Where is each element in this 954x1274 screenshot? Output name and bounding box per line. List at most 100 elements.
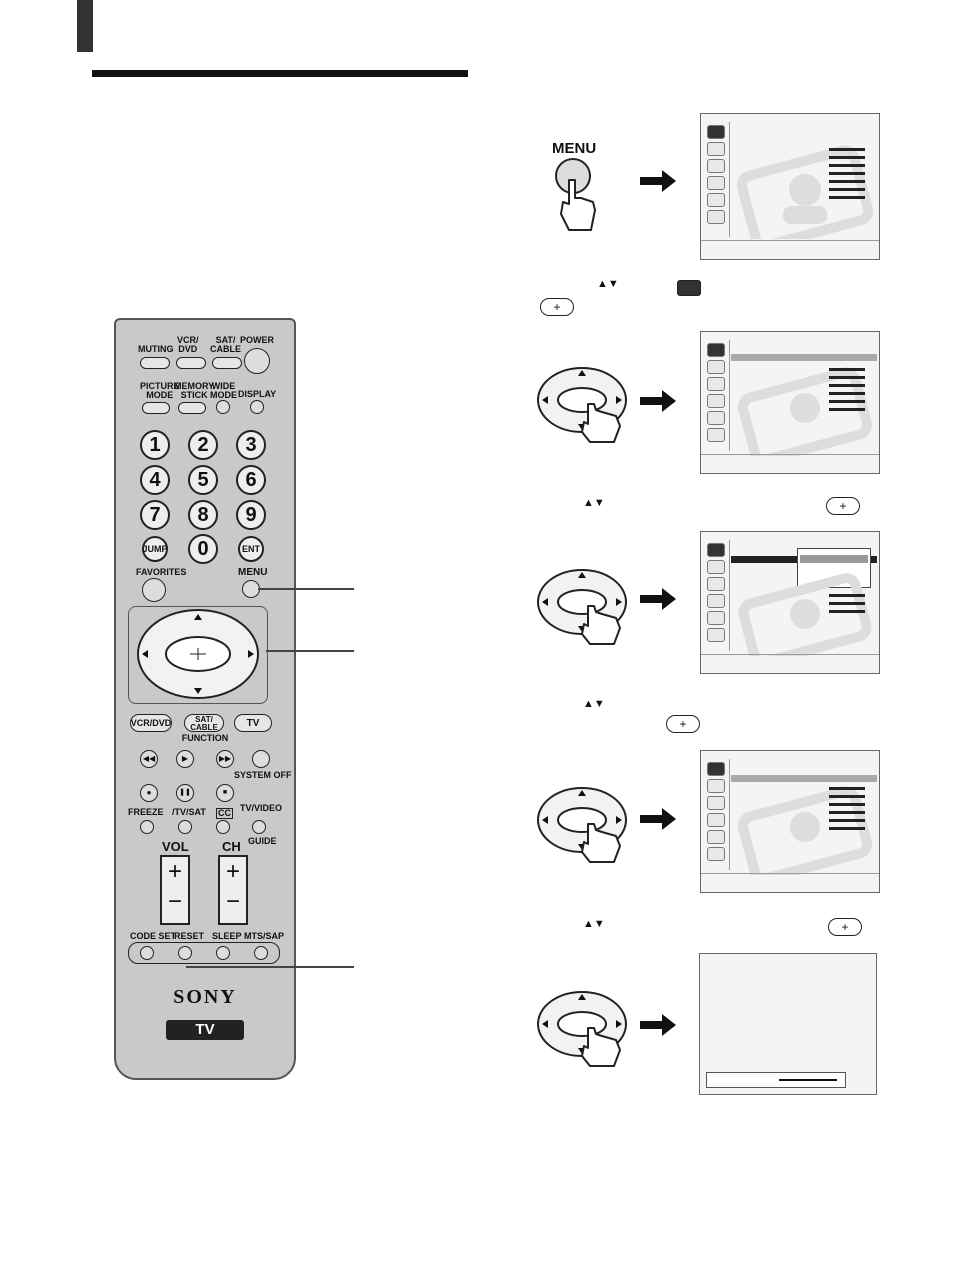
number-4-button[interactable]: 4: [140, 465, 170, 495]
function-sat-cable-button[interactable]: SAT/ CABLE: [184, 714, 224, 732]
reset-label: RESET: [174, 931, 205, 941]
menu-icon: [707, 830, 725, 844]
menu-icon: [707, 411, 725, 425]
joystick-press-icon: [537, 569, 627, 645]
cc-label: CC: [216, 808, 233, 819]
setting-bar: [829, 610, 865, 613]
number-5-button[interactable]: 5: [188, 465, 218, 495]
enter-icon: +: [826, 497, 860, 515]
menu-icon: [707, 560, 725, 574]
cc-button[interactable]: [216, 820, 230, 834]
right-arrow-icon: [640, 1014, 676, 1036]
sat-cable-button[interactable]: [212, 357, 242, 369]
number-0-button[interactable]: 0: [188, 534, 218, 564]
vcr-dvd-button[interactable]: [176, 357, 206, 369]
setting-bar: [829, 602, 865, 605]
menu-icon: [707, 176, 725, 190]
muting-button[interactable]: [140, 357, 170, 369]
mts-sap-button[interactable]: [254, 946, 268, 960]
step1-menu-label: MENU: [552, 140, 597, 157]
number-8-button[interactable]: 8: [188, 500, 218, 530]
ent-button[interactable]: ENT: [238, 536, 264, 562]
number-3-button[interactable]: 3: [236, 430, 266, 460]
power-label: POWER: [240, 335, 275, 345]
power-button[interactable]: [244, 348, 270, 374]
right-arrow-icon: [640, 170, 676, 192]
memory-stick-label: MEMORY STICK: [174, 381, 215, 400]
highlighted-row: [731, 354, 877, 361]
setting-bar: [829, 172, 865, 175]
screen-footer-divider: [701, 454, 879, 455]
picture-icon: [707, 343, 725, 357]
menu-icon: [707, 210, 725, 224]
number-7-button[interactable]: 7: [140, 500, 170, 530]
wide-mode-button[interactable]: [216, 400, 230, 414]
menu-icon: [707, 611, 725, 625]
adjustment-slider: [779, 1079, 837, 1081]
up-down-arrow-icon: ▲▼: [583, 918, 605, 930]
jump-button[interactable]: JUMP: [142, 536, 168, 562]
fast-forward-icon[interactable]: ▶▶: [216, 750, 234, 768]
up-down-arrow-icon: ▲▼: [597, 278, 619, 290]
picture-icon: [707, 543, 725, 557]
record-icon[interactable]: ●: [140, 784, 158, 802]
up-down-arrow-icon: ▲▼: [583, 497, 605, 509]
display-button[interactable]: [250, 400, 264, 414]
joystick-press-icon: [537, 787, 627, 863]
setting-bar: [829, 368, 865, 371]
enter-icon: +: [540, 298, 574, 316]
function-tv-button[interactable]: TV: [234, 714, 272, 732]
setting-bar: [829, 400, 865, 403]
muting-label: MUTING: [138, 344, 174, 354]
menu-icon: [707, 360, 725, 374]
pause-icon[interactable]: ❚❚: [176, 784, 194, 802]
volume-rocker[interactable]: +−: [160, 855, 190, 925]
sat-cable-label: SAT/ CABLE: [210, 335, 241, 354]
setting-bar: [829, 392, 865, 395]
code-set-button[interactable]: [140, 946, 154, 960]
favorites-button[interactable]: [142, 578, 166, 602]
setting-bar: [829, 384, 865, 387]
number-6-button[interactable]: 6: [236, 465, 266, 495]
setting-bar: [829, 188, 865, 191]
step1-menu-screen: [700, 113, 880, 260]
section-tab-marker: [77, 0, 93, 52]
channel-rocker[interactable]: +−: [218, 855, 248, 925]
wide-mode-label: WIDE MODE: [210, 381, 237, 400]
freeze-label: FREEZE: [128, 807, 164, 817]
adjustment-bar: [706, 1072, 846, 1088]
tv-sat-button[interactable]: [178, 820, 192, 834]
memory-stick-button[interactable]: [178, 402, 206, 414]
picture-watermark-icon: [737, 786, 873, 875]
menu-icon: [707, 628, 725, 642]
tv-sat-label: /TV/SAT: [172, 807, 206, 817]
step4-menu-screen: [700, 750, 880, 893]
step5-adjust-screen: [699, 953, 877, 1095]
vcr-dvd-label: VCR/ DVD: [177, 335, 199, 354]
menu-icon: [707, 594, 725, 608]
menu-icon: [707, 779, 725, 793]
function-vcr-dvd-button[interactable]: VCR/DVD: [130, 714, 172, 732]
bottom-button-group: [128, 942, 280, 964]
play-icon[interactable]: ▶: [176, 750, 194, 768]
reset-button[interactable]: [178, 946, 192, 960]
number-2-button[interactable]: 2: [188, 430, 218, 460]
joystick-pad[interactable]: [128, 606, 268, 704]
setting-bar: [829, 795, 865, 798]
freeze-button[interactable]: [140, 820, 154, 834]
menu-icon: [707, 394, 725, 408]
picture-mode-button[interactable]: [142, 402, 170, 414]
number-9-button[interactable]: 9: [236, 500, 266, 530]
setting-bar: [829, 156, 865, 159]
rewind-icon[interactable]: ◀◀: [140, 750, 158, 768]
right-arrow-icon: [640, 390, 676, 412]
stop-icon[interactable]: ■: [216, 784, 234, 802]
joystick-leader-line: [266, 650, 354, 652]
setting-bar: [829, 803, 865, 806]
setting-bar: [829, 827, 865, 830]
tv-video-button[interactable]: [252, 820, 266, 834]
system-off-button[interactable]: [252, 750, 270, 768]
menu-sidebar: [705, 340, 730, 451]
number-1-button[interactable]: 1: [140, 430, 170, 460]
sleep-button[interactable]: [216, 946, 230, 960]
